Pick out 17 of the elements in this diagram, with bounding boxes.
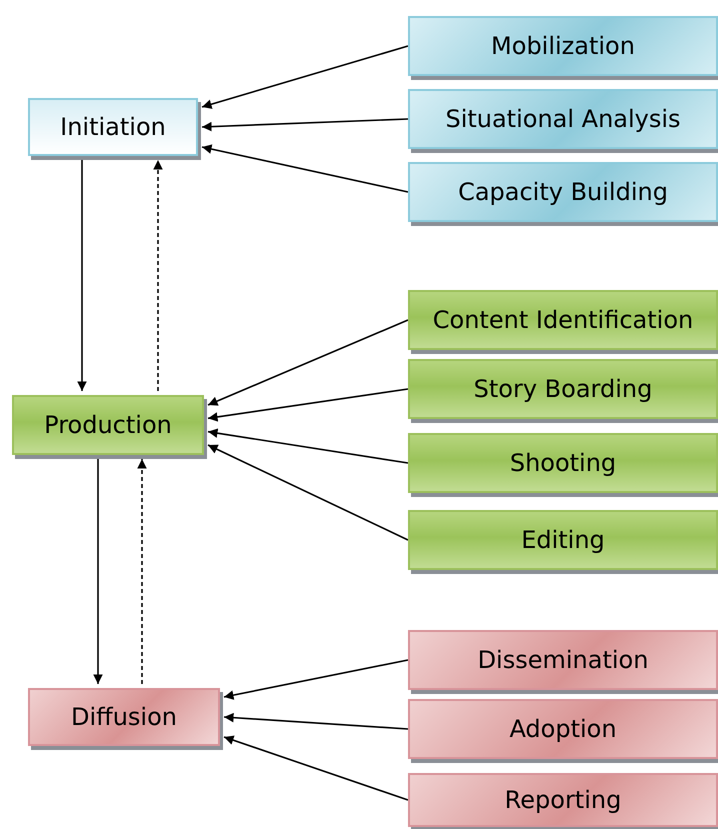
- arrow: [208, 388, 408, 422]
- box-label: Production: [44, 412, 172, 438]
- box-label: Mobilization: [491, 32, 635, 60]
- box-label: Situational Analysis: [445, 106, 681, 132]
- arrow: [224, 736, 408, 801]
- arrow: [208, 444, 408, 541]
- box-label: Story Boarding: [474, 376, 652, 402]
- box-label: Adoption: [509, 716, 617, 742]
- box-label: Shooting: [510, 450, 616, 476]
- box-label: Initiation: [60, 114, 166, 140]
- process-box: [408, 773, 718, 827]
- box-label: Dissemination: [478, 646, 648, 674]
- box-label: Editing: [521, 526, 605, 554]
- box-label: Reporting: [504, 786, 622, 814]
- box-label: Capacity Building: [458, 178, 668, 206]
- box-label: Diffusion: [71, 704, 177, 730]
- box-label: Content Identification: [432, 306, 694, 334]
